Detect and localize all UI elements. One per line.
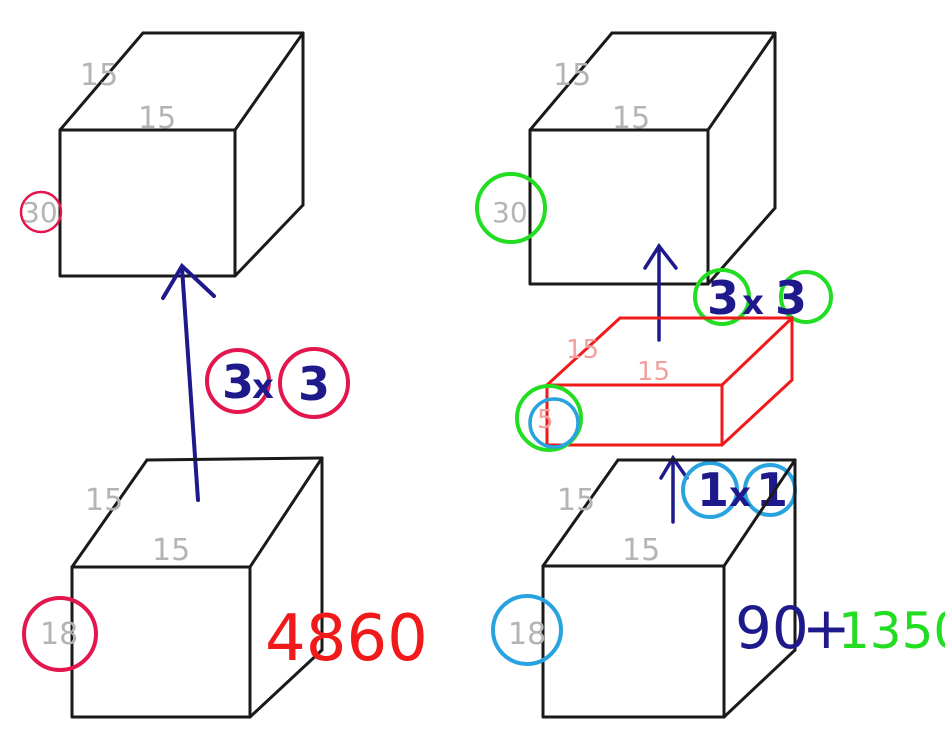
left-multiplier-b: 3 [298,357,330,411]
right-top-height-circle [475,172,547,244]
right-lower-multiplier-x: x [729,475,751,515]
right-result-plus: + [802,594,851,662]
right-lower-multiplier: 1 x 1 [681,461,797,519]
left-bottom-depth-label: 15 [85,483,123,518]
right-result-part-b: 1350 [838,602,945,660]
left-multiplier-a-circle [205,348,271,414]
right-upper-arrow [643,242,678,342]
left-bottom-height-circle [22,596,98,672]
left-bottom-width-label: 15 [152,533,190,568]
right-bottom-width-label: 15 [622,533,660,568]
right-top-width-label: 15 [612,101,650,136]
right-upper-multiplier-a-circle [693,268,751,326]
right-slab-width-label: 15 [637,357,670,387]
left-top-width-label: 15 [138,101,176,136]
left-multiplier: 3 x 3 [205,347,350,419]
right-slab-height-cyan-circle [528,397,580,449]
right-bottom-height-label: 18 [508,617,546,652]
right-lower-multiplier-a-circle [681,461,739,519]
right-bottom-block [541,458,797,719]
left-multiplier-b-circle [278,347,350,419]
right-top-depth-label: 15 [553,58,591,93]
right-upper-multiplier-a: 3 [707,271,739,325]
left-multiplier-a: 3 [222,355,254,409]
right-slab [545,316,794,447]
left-top-height-circle [19,190,63,234]
right-lower-multiplier-a: 1 [697,463,729,517]
left-panel: 15 15 30 3 x 3 15 15 18 4860 [19,31,428,719]
right-upper-multiplier: 3 x 3 [693,268,833,326]
right-upper-multiplier-x: x [742,283,764,323]
right-bottom-depth-label: 15 [557,483,595,518]
left-top-height-label: 30 [22,196,58,229]
right-panel: 15 15 30 3 x 3 15 15 5 [475,31,945,719]
right-slab-depth-label: 15 [566,335,599,365]
left-multiplier-x: x [252,367,274,407]
left-top-depth-label: 15 [80,58,118,93]
right-lower-arrow [659,454,689,524]
right-bottom-height-circle [491,594,563,666]
right-upper-multiplier-b: 3 [775,271,807,325]
left-bottom-height-label: 18 [40,617,78,652]
left-up-arrow [161,262,216,502]
right-upper-multiplier-b-circle [779,270,833,324]
left-top-block [58,31,305,278]
left-result: 4860 [265,602,428,676]
right-result-part-a: 90 [735,594,809,662]
right-slab-height-green-circle [515,384,583,452]
right-top-height-label: 30 [492,196,528,229]
right-slab-height-label: 5 [537,405,554,435]
